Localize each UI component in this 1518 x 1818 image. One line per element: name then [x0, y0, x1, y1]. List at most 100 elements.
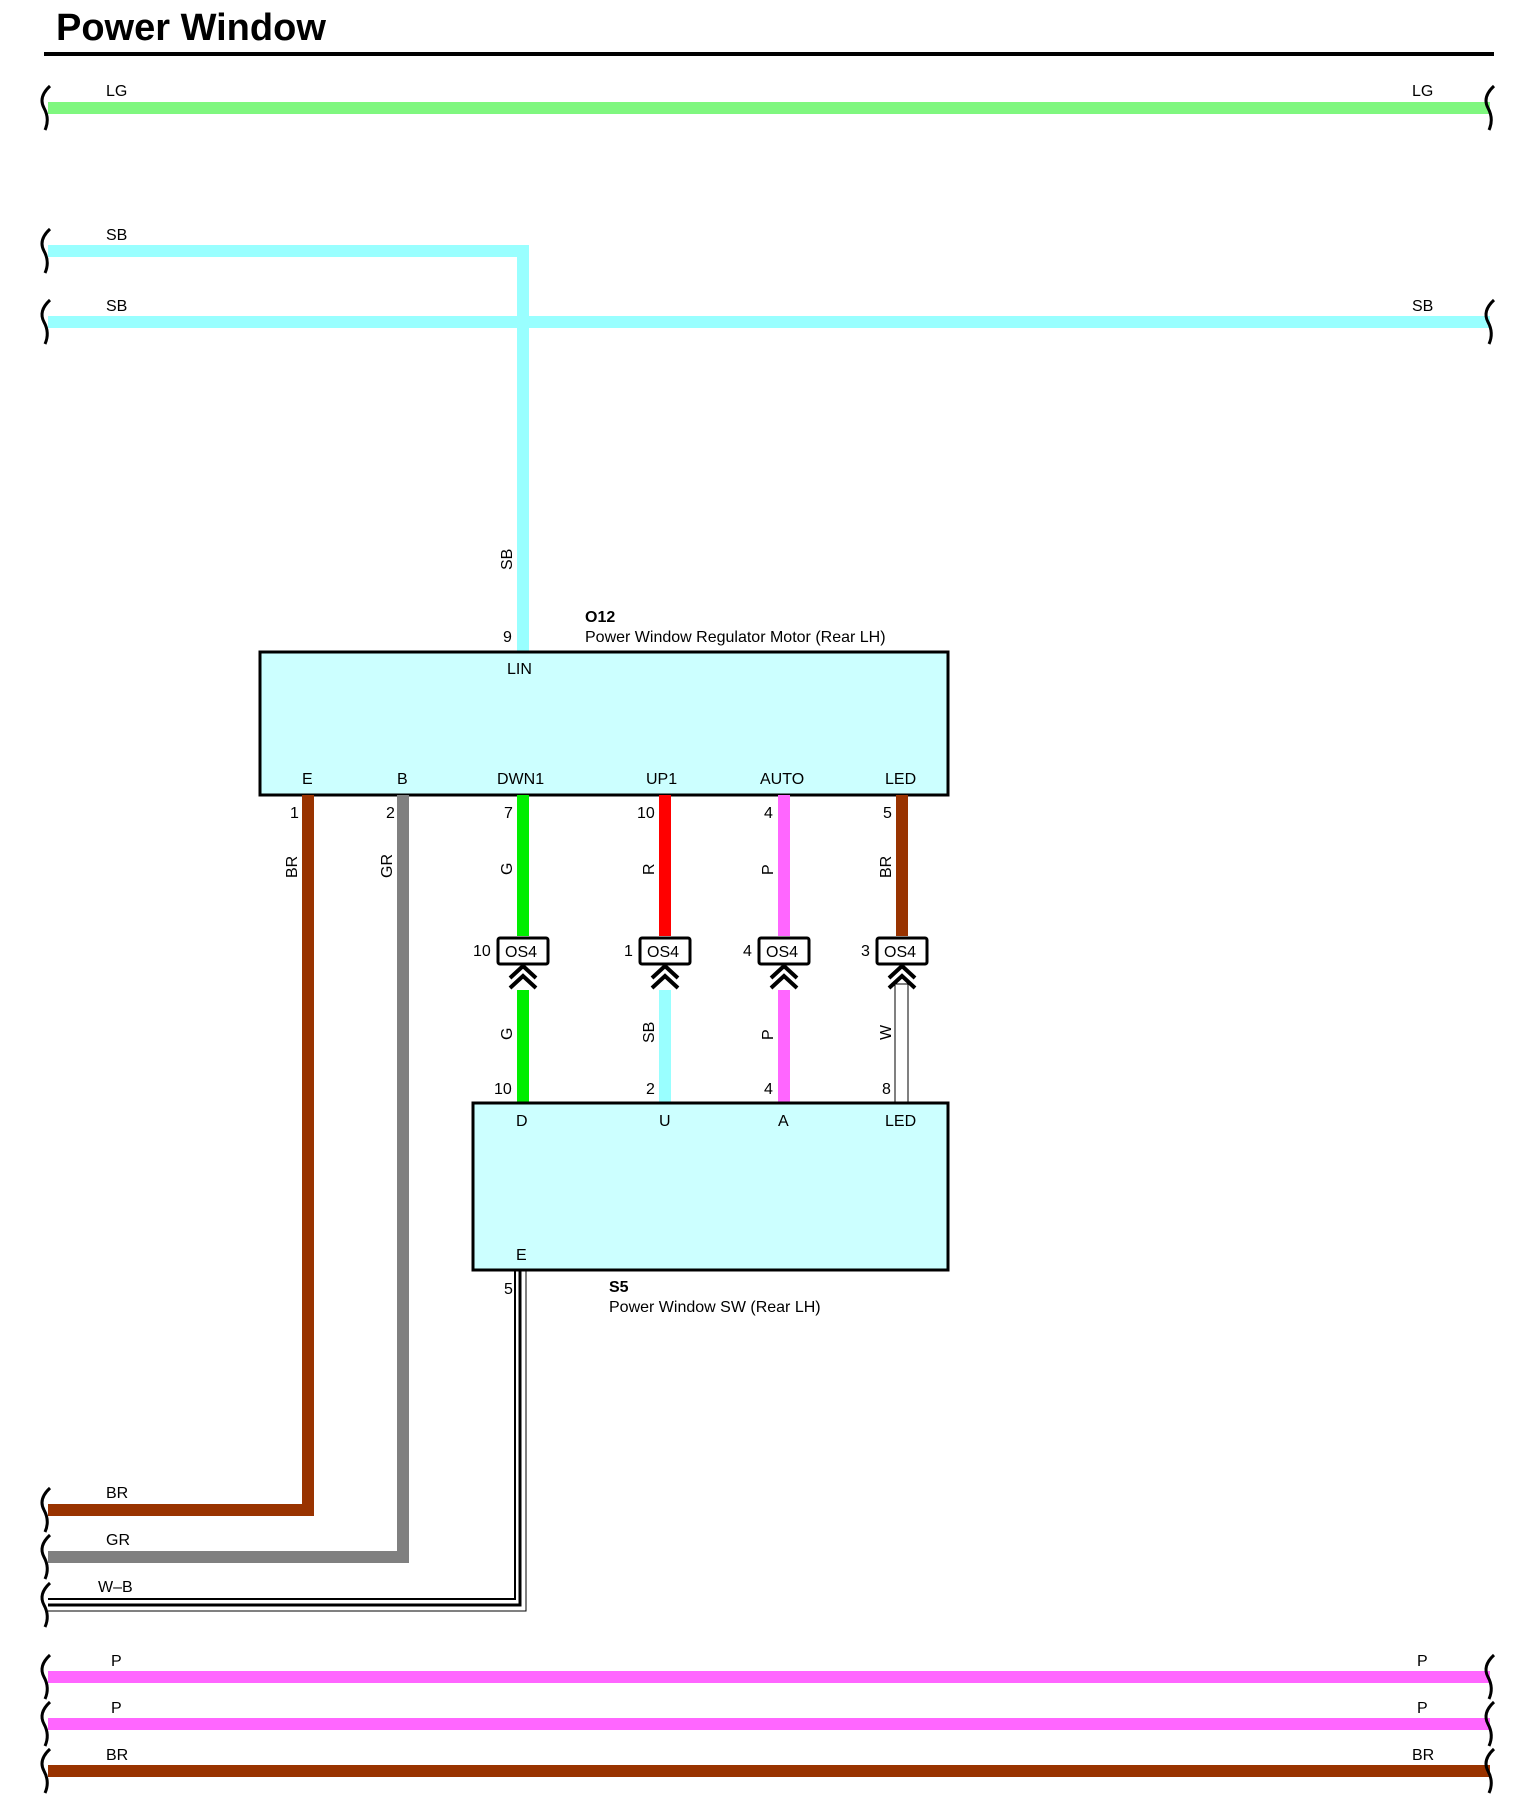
- svg-text:G: G: [499, 1028, 516, 1040]
- bus-p-2: P P: [40, 1700, 1496, 1747]
- terminal-led: LED: [885, 1113, 916, 1130]
- svg-text:OS4: OS4: [884, 944, 916, 961]
- wire-break-icon: [40, 1533, 52, 1580]
- component-box: [471, 1101, 950, 1272]
- svg-text:10: 10: [473, 943, 491, 960]
- connector-os4-2: 1 OS4: [624, 936, 692, 990]
- component-id: O12: [585, 609, 615, 626]
- terminal-e: E: [302, 771, 313, 788]
- svg-text:BR: BR: [284, 856, 301, 878]
- bus-label-left: SB: [106, 298, 127, 315]
- component-name: Power Window SW (Rear LH): [609, 1299, 821, 1316]
- wire-w-led: W 8: [878, 983, 909, 1104]
- terminal-led: LED: [885, 771, 916, 788]
- svg-text:4: 4: [743, 943, 752, 960]
- wire-break-icon: [40, 1581, 52, 1628]
- component-id: S5: [609, 1279, 629, 1296]
- terminal-up1: UP1: [646, 771, 677, 788]
- svg-text:OS4: OS4: [766, 944, 798, 961]
- svg-text:10: 10: [494, 1081, 512, 1098]
- wire-break-icon: [1484, 1747, 1496, 1794]
- connector-os4-4: 3 OS4: [861, 936, 929, 990]
- svg-text:SB: SB: [641, 1022, 658, 1043]
- wire-gr-b: 2 GR GR: [40, 795, 409, 1580]
- wire-br-e: 1 BR BR: [40, 795, 314, 1533]
- bus-label-left: BR: [106, 1747, 128, 1764]
- wire-g-dwn1: 7 G: [499, 795, 529, 936]
- bus-lg: LG LG: [40, 83, 1496, 131]
- svg-text:8: 8: [882, 1081, 891, 1098]
- terminal-auto: AUTO: [760, 771, 804, 788]
- wire-break-icon: [40, 227, 52, 274]
- bus-label-left: P: [111, 1700, 122, 1717]
- svg-text:R: R: [641, 863, 658, 875]
- wire-break-icon: [40, 1747, 52, 1794]
- svg-text:2: 2: [646, 1081, 655, 1098]
- wire-break-icon: [1484, 298, 1496, 345]
- component-o12: O12 Power Window Regulator Motor (Rear L…: [258, 609, 950, 797]
- connector-chevron-icon: [650, 963, 680, 990]
- svg-text:5: 5: [504, 1281, 513, 1298]
- bus-label-right: BR: [1412, 1747, 1434, 1764]
- bus-label-left: BR: [106, 1485, 128, 1502]
- page-title: Power Window: [56, 7, 326, 49]
- svg-text:W: W: [878, 1024, 895, 1040]
- terminal-lin: LIN: [507, 661, 532, 678]
- wire-break-icon: [40, 1653, 52, 1700]
- wire-break-icon: [1484, 1653, 1496, 1700]
- svg-text:2: 2: [386, 805, 395, 822]
- bus-label-right: SB: [1412, 298, 1433, 315]
- bus-label-left: W–B: [98, 1579, 133, 1596]
- wire-break-icon: [1484, 1700, 1496, 1747]
- bus-sb-1: SB: [40, 227, 529, 652]
- bus-label-left: GR: [106, 1532, 130, 1549]
- wire-r-up1: 10 R: [637, 795, 671, 936]
- wire-break-icon: [40, 84, 52, 131]
- connector-os4-1: 10 OS4: [473, 936, 550, 990]
- terminal-u: U: [659, 1113, 671, 1130]
- wire-br-led: 5 BR: [878, 795, 908, 936]
- connector-os4-3: 4 OS4: [743, 936, 811, 990]
- svg-text:P: P: [760, 864, 777, 875]
- wire-g-d: G 10: [494, 990, 529, 1103]
- svg-text:BR: BR: [878, 856, 895, 878]
- bus-label-right: LG: [1412, 83, 1433, 100]
- svg-text:10: 10: [637, 805, 655, 822]
- wire-break-icon: [40, 1700, 52, 1747]
- bus-label-left: P: [111, 1653, 122, 1670]
- component-name: Power Window Regulator Motor (Rear LH): [585, 629, 886, 646]
- component-s5: D U A LED E S5 Power Window SW (Rear LH): [471, 1101, 950, 1316]
- svg-text:G: G: [499, 863, 516, 875]
- bus-label-right: P: [1417, 1700, 1428, 1717]
- wire-wb-e: 5 W–B: [40, 1270, 527, 1628]
- bus-label-left: LG: [106, 83, 127, 100]
- terminal-dwn1: DWN1: [497, 771, 544, 788]
- bus-label-left: SB: [106, 227, 127, 244]
- svg-text:4: 4: [764, 805, 773, 822]
- bus-p-1: P P: [40, 1653, 1496, 1700]
- terminal-e: E: [516, 1247, 527, 1264]
- svg-text:OS4: OS4: [505, 944, 537, 961]
- wire-break-icon: [40, 1486, 52, 1533]
- svg-text:4: 4: [764, 1081, 773, 1098]
- bus-sb-2: SB SB: [40, 298, 1496, 345]
- bus-br-bottom: BR BR: [40, 1747, 1496, 1794]
- wire-break-icon: [40, 298, 52, 345]
- svg-text:5: 5: [883, 805, 892, 822]
- svg-text:P: P: [760, 1029, 777, 1040]
- svg-text:1: 1: [290, 805, 299, 822]
- wire-sb-u: SB 2: [641, 990, 671, 1103]
- svg-text:1: 1: [624, 943, 633, 960]
- wire-break-icon: [1484, 84, 1496, 131]
- terminal-d: D: [516, 1113, 528, 1130]
- terminal-b: B: [397, 771, 408, 788]
- wire-p-auto: 4 P: [760, 795, 790, 936]
- svg-text:7: 7: [504, 805, 513, 822]
- connector-chevron-icon: [887, 963, 917, 990]
- svg-text:GR: GR: [379, 854, 396, 878]
- svg-text:OS4: OS4: [647, 944, 679, 961]
- connector-chevron-icon: [769, 963, 799, 990]
- bus-label-right: P: [1417, 1653, 1428, 1670]
- pin-number: 9: [503, 629, 512, 646]
